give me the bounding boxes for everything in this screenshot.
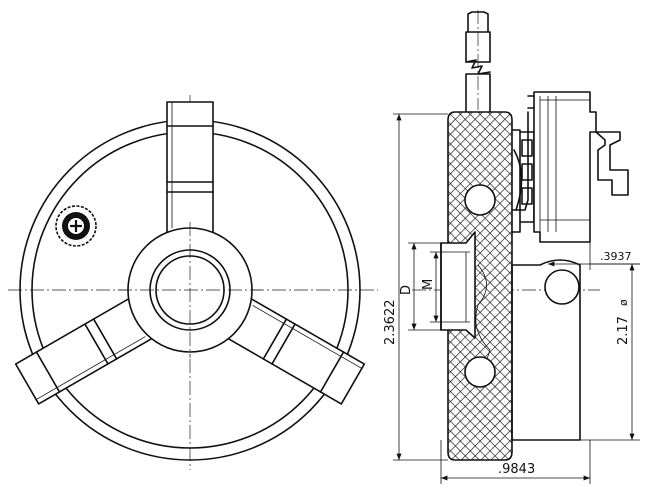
dimension-thread-m-label: M	[421, 279, 436, 290]
dimension-body-diameter: 2.17 ø	[580, 263, 640, 441]
dimension-total-height-label: 2.3622	[383, 300, 398, 346]
shaft-top	[467, 11, 489, 33]
dimension-bore-d-label: D	[399, 285, 414, 295]
dimension-total-height: 2.3622	[383, 113, 448, 461]
dimension-thread-m: M	[421, 251, 447, 323]
front-view	[8, 95, 378, 470]
dimension-body-diameter-label: 2.17	[616, 316, 631, 345]
side-view: 2.3622 D M .3937 2.17 ø	[383, 10, 640, 484]
dimension-jaw-step-label: .3937	[600, 250, 632, 263]
side-hole-lower	[464, 356, 496, 388]
dimension-body-width-label: .9843	[498, 462, 535, 477]
jaw-head-stack	[511, 91, 629, 243]
dimension-bore-d: D	[399, 242, 441, 331]
chuck-body-section	[447, 111, 513, 461]
brand-logo-icon	[55, 205, 97, 247]
front-plate-hole	[544, 269, 580, 305]
diameter-symbol: ø	[617, 299, 630, 306]
dimension-body-width: .9843	[440, 440, 591, 484]
side-hole-upper	[464, 184, 496, 216]
dimension-jaw-step: .3937	[548, 242, 640, 270]
jaw-top	[166, 101, 214, 249]
